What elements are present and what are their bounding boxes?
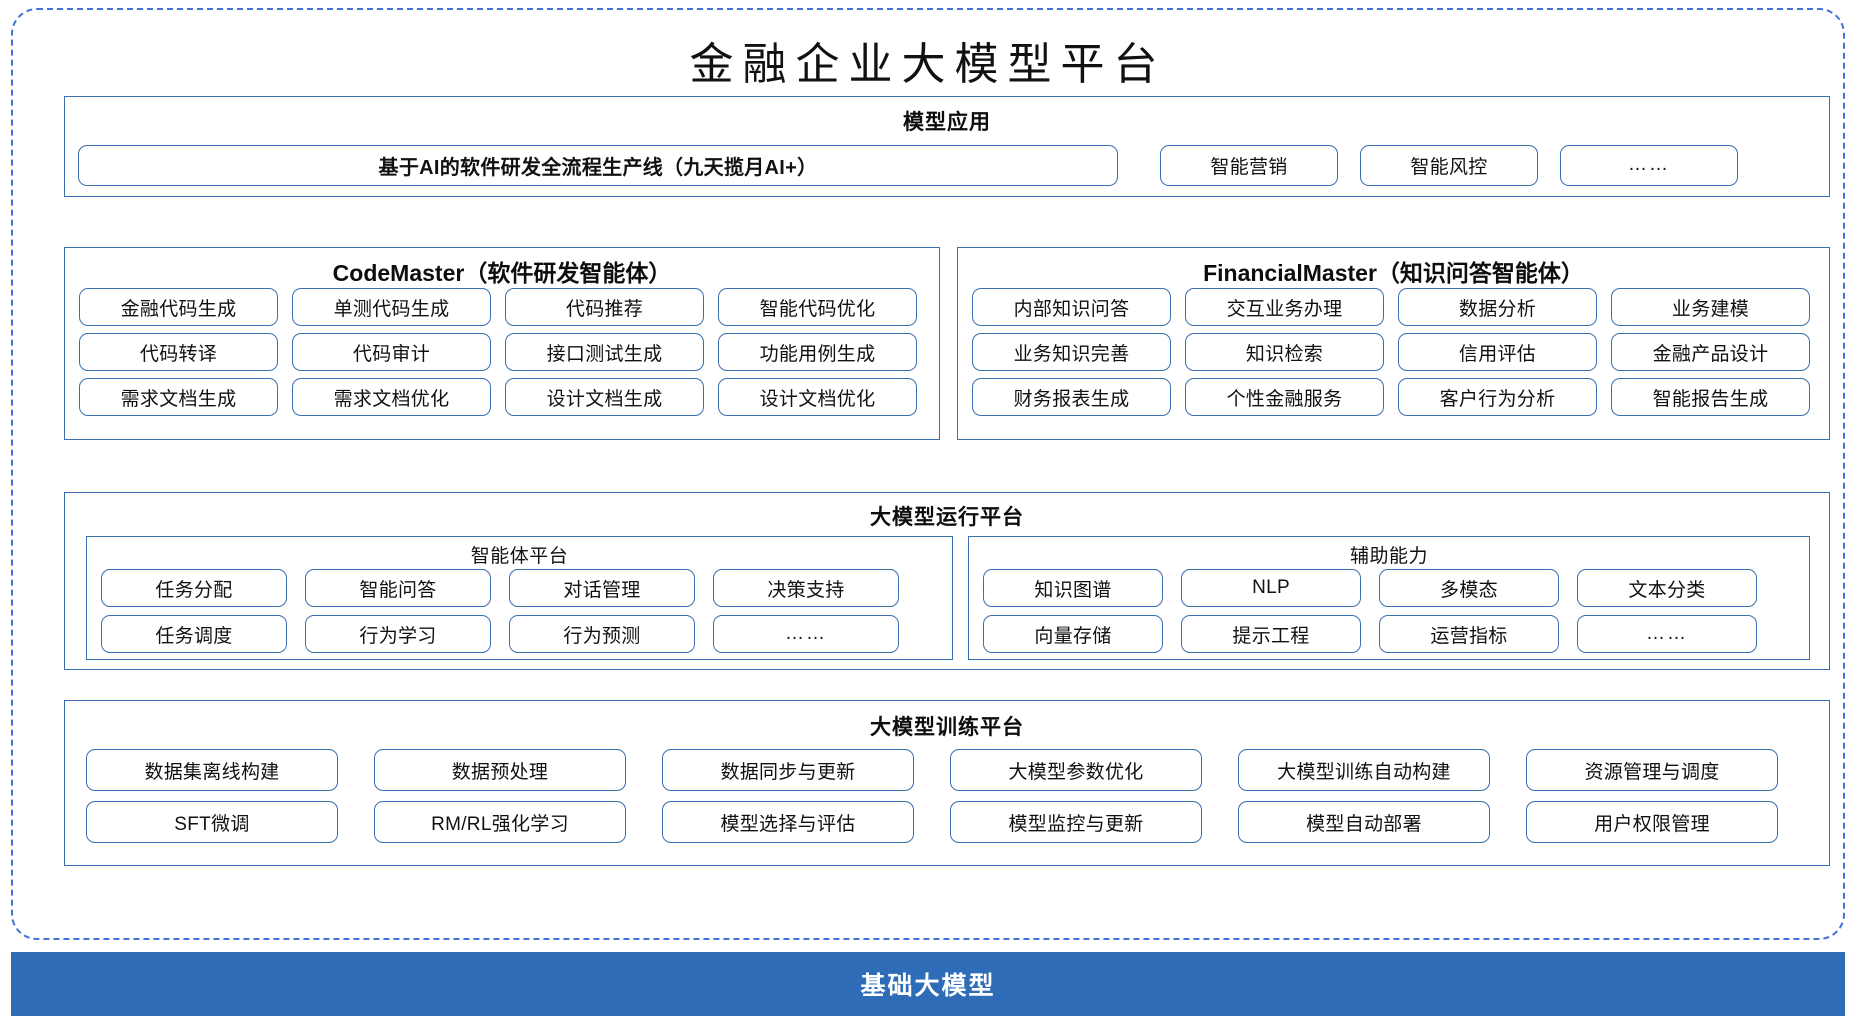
chip-data-analysis[interactable]: 数据分析 [1398,288,1597,326]
panel-runtime-platform: 大模型运行平台 智能体平台 任务分配 智能问答 对话管理 决策支持 任务调度 行… [64,492,1830,670]
codemaster-name: CodeMaster [332,260,465,294]
financialmaster-row-2: 业务知识完善 知识检索 信用评估 金融产品设计 [972,333,1815,371]
chip-requirement-doc-optimization[interactable]: 需求文档优化 [292,378,491,416]
chip-smart-code-optimization[interactable]: 智能代码优化 [718,288,917,326]
financialmaster-name: FinancialMaster [1203,260,1377,294]
codemaster-capability-grid: 金融代码生成 单测代码生成 代码推荐 智能代码优化 代码转译 代码审计 接口测试… [79,288,925,423]
chip-requirement-doc-generation[interactable]: 需求文档生成 [79,378,278,416]
chip-knowledge-graph[interactable]: 知识图谱 [983,569,1163,607]
training-platform-grid: 数据集离线构建 数据预处理 数据同步与更新 大模型参数优化 大模型训练自动构建 … [86,749,1808,853]
chip-data-sync-update[interactable]: 数据同步与更新 [662,749,914,791]
panel-codemaster-agent: CodeMaster（软件研发智能体） 金融代码生成 单测代码生成 代码推荐 智… [64,247,940,440]
chip-vector-storage[interactable]: 向量存储 [983,615,1163,653]
panel-training-platform: 大模型训练平台 数据集离线构建 数据预处理 数据同步与更新 大模型参数优化 大模… [64,700,1830,866]
agent-platform-row-2: 任务调度 行为学习 行为预测 …… [101,615,938,653]
chip-more-applications[interactable]: …… [1560,144,1738,186]
panel-title-financialmaster: FinancialMaster（知识问答智能体） [958,254,1829,294]
chip-knowledge-retrieval[interactable]: 知识检索 [1185,333,1384,371]
chip-prompt-engineering[interactable]: 提示工程 [1181,615,1361,653]
panel-title-runtime-platform: 大模型运行平台 [870,506,1024,529]
codemaster-row-3: 需求文档生成 需求文档优化 设计文档生成 设计文档优化 [79,378,925,416]
subpanel-title-agent-platform: 智能体平台 [470,546,569,567]
chip-code-audit[interactable]: 代码审计 [292,333,491,371]
chip-internal-knowledge-qa[interactable]: 内部知识问答 [972,288,1171,326]
training-row-2: SFT微调 RM/RL强化学习 模型选择与评估 模型监控与更新 模型自动部署 用… [86,801,1808,843]
panel-model-application: 模型应用 基于AI的软件研发全流程生产线（九天揽月AI+） 智能营销 智能风控 … [64,96,1830,197]
chip-data-preprocessing[interactable]: 数据预处理 [374,749,626,791]
chip-personalized-financial-service[interactable]: 个性金融服务 [1185,378,1384,416]
chip-design-doc-generation[interactable]: 设计文档生成 [505,378,704,416]
chip-financial-product-design[interactable]: 金融产品设计 [1611,333,1810,371]
page-title: 金融企业大模型平台 [689,40,1167,89]
chip-model-monitoring-update[interactable]: 模型监控与更新 [950,801,1202,843]
chip-resource-management-scheduling[interactable]: 资源管理与调度 [1526,749,1778,791]
chip-smart-marketing[interactable]: 智能营销 [1160,144,1338,186]
chip-design-doc-optimization[interactable]: 设计文档优化 [718,378,917,416]
chip-more-auxiliary[interactable]: …… [1577,615,1757,653]
financialmaster-capability-grid: 内部知识问答 交互业务办理 数据分析 业务建模 业务知识完善 知识检索 信用评估… [972,288,1815,423]
chip-financial-statement-generation[interactable]: 财务报表生成 [972,378,1171,416]
chip-interface-test-generation[interactable]: 接口测试生成 [505,333,704,371]
chip-nlp[interactable]: NLP [1181,569,1361,607]
chip-code-recommendation[interactable]: 代码推荐 [505,288,704,326]
chip-task-allocation[interactable]: 任务分配 [101,569,287,607]
panel-title-training-platform: 大模型训练平台 [870,716,1024,739]
chip-model-auto-deployment[interactable]: 模型自动部署 [1238,801,1490,843]
panel-title-model-application: 模型应用 [903,111,991,134]
chip-decision-support[interactable]: 决策支持 [713,569,899,607]
codemaster-row-1: 金融代码生成 单测代码生成 代码推荐 智能代码优化 [79,288,925,326]
chip-behavior-learning[interactable]: 行为学习 [305,615,491,653]
chip-more-agent-platform[interactable]: …… [713,615,899,653]
auxiliary-row-2: 向量存储 提示工程 运营指标 …… [983,615,1795,653]
auxiliary-row-1: 知识图谱 NLP 多模态 文本分类 [983,569,1795,607]
codemaster-suffix: （软件研发智能体） [464,260,672,286]
codemaster-row-2: 代码转译 代码审计 接口测试生成 功能用例生成 [79,333,925,371]
financialmaster-row-1: 内部知识问答 交互业务办理 数据分析 业务建模 [972,288,1815,326]
chip-training-auto-construction[interactable]: 大模型训练自动构建 [1238,749,1490,791]
chip-text-classification[interactable]: 文本分类 [1577,569,1757,607]
chip-sft-finetune[interactable]: SFT微调 [86,801,338,843]
subpanel-auxiliary-capability: 辅助能力 知识图谱 NLP 多模态 文本分类 向量存储 提示工程 运营指标 …… [968,536,1810,660]
base-model-bar: 基础大模型 [11,952,1845,1016]
chip-credit-assessment[interactable]: 信用评估 [1398,333,1597,371]
chip-functional-case-generation[interactable]: 功能用例生成 [718,333,917,371]
chip-smart-report-generation[interactable]: 智能报告生成 [1611,378,1810,416]
chip-financial-code-generation[interactable]: 金融代码生成 [79,288,278,326]
panel-title-codemaster: CodeMaster（软件研发智能体） [65,254,939,294]
chip-unit-test-code-generation[interactable]: 单测代码生成 [292,288,491,326]
auxiliary-capability-grid: 知识图谱 NLP 多模态 文本分类 向量存储 提示工程 运营指标 …… [983,569,1795,661]
chip-rm-rl-reinforcement-learning[interactable]: RM/RL强化学习 [374,801,626,843]
panel-financialmaster-agent: FinancialMaster（知识问答智能体） 内部知识问答 交互业务办理 数… [957,247,1830,440]
chip-task-scheduling[interactable]: 任务调度 [101,615,287,653]
chip-business-knowledge-improvement[interactable]: 业务知识完善 [972,333,1171,371]
agent-platform-grid: 任务分配 智能问答 对话管理 决策支持 任务调度 行为学习 行为预测 …… [101,569,938,661]
subpanel-agent-platform: 智能体平台 任务分配 智能问答 对话管理 决策支持 任务调度 行为学习 行为预测… [86,536,953,660]
model-application-items: 基于AI的软件研发全流程生产线（九天揽月AI+） 智能营销 智能风控 …… [78,143,1818,187]
chip-user-permission-management[interactable]: 用户权限管理 [1526,801,1778,843]
chip-dialogue-management[interactable]: 对话管理 [509,569,695,607]
financialmaster-row-3: 财务报表生成 个性金融服务 客户行为分析 智能报告生成 [972,378,1815,416]
chip-model-parameter-optimization[interactable]: 大模型参数优化 [950,749,1202,791]
chip-operation-metrics[interactable]: 运营指标 [1379,615,1559,653]
training-row-1: 数据集离线构建 数据预处理 数据同步与更新 大模型参数优化 大模型训练自动构建 … [86,749,1808,791]
diagram-outer-frame [11,8,1845,940]
chip-dataset-offline-construction[interactable]: 数据集离线构建 [86,749,338,791]
financialmaster-suffix: （知识问答智能体） [1376,260,1584,286]
chip-model-selection-evaluation[interactable]: 模型选择与评估 [662,801,914,843]
chip-smart-risk-control[interactable]: 智能风控 [1360,144,1538,186]
chip-customer-behavior-analysis[interactable]: 客户行为分析 [1398,378,1597,416]
chip-code-translation[interactable]: 代码转译 [79,333,278,371]
chip-smart-qa[interactable]: 智能问答 [305,569,491,607]
agent-platform-row-1: 任务分配 智能问答 对话管理 决策支持 [101,569,938,607]
subpanel-title-auxiliary-capability: 辅助能力 [1349,546,1428,567]
chip-multimodal[interactable]: 多模态 [1379,569,1559,607]
chip-behavior-prediction[interactable]: 行为预测 [509,615,695,653]
chip-ai-software-pipeline[interactable]: 基于AI的软件研发全流程生产线（九天揽月AI+） [78,144,1118,186]
chip-business-modeling[interactable]: 业务建模 [1611,288,1810,326]
chip-interactive-business-handling[interactable]: 交互业务办理 [1185,288,1384,326]
